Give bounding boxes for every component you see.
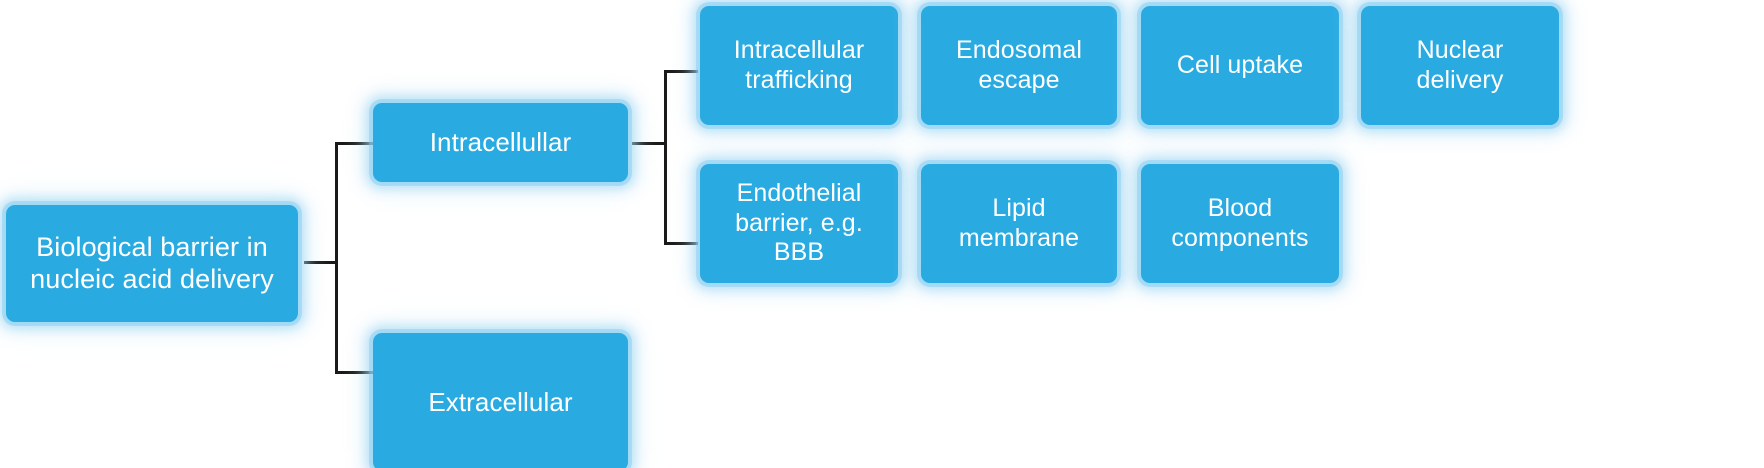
connector-intracellular-stub	[632, 142, 667, 145]
node-extracellular[interactable]: Extracellular	[373, 333, 628, 468]
node-extracellular-label: Extracellular	[428, 386, 573, 417]
node-cell-uptake-label: Cell uptake	[1176, 50, 1304, 79]
connector-bracket1-spine	[335, 142, 338, 374]
node-intracellular-trafficking[interactable]: Intracellular trafficking	[700, 6, 898, 125]
connector-bracket1-arm-bottom	[335, 371, 373, 374]
node-intracellular-label: Intracellullar	[429, 127, 572, 158]
node-cell-uptake[interactable]: Cell uptake	[1141, 6, 1339, 125]
node-intracellular[interactable]: Intracellullar	[373, 103, 628, 182]
node-endosomal-escape-label: Endosomal escape	[956, 36, 1082, 94]
node-blood-components[interactable]: Blood components	[1141, 164, 1339, 283]
node-root[interactable]: Biological barrier in nucleic acid deliv…	[6, 205, 298, 322]
node-endothelial-barrier-label: Endothelial barrier, e.g. BBB	[735, 179, 863, 267]
node-lipid-membrane-label: Lipid membrane	[958, 194, 1080, 252]
node-lipid-membrane[interactable]: Lipid membrane	[921, 164, 1117, 283]
connector-bracket2-arm-top	[664, 70, 698, 73]
connector-bracket2-arm-bottom	[664, 242, 698, 245]
node-intracellular-trafficking-label: Intracellular trafficking	[733, 36, 865, 94]
connector-root-stub	[304, 261, 338, 264]
node-endothelial-barrier[interactable]: Endothelial barrier, e.g. BBB	[700, 164, 898, 283]
node-blood-components-label: Blood components	[1171, 194, 1309, 252]
connector-bracket2-spine	[664, 70, 667, 245]
node-nuclear-delivery[interactable]: Nuclear delivery	[1361, 6, 1559, 125]
connector-bracket1-arm-top	[335, 142, 373, 145]
node-nuclear-delivery-label: Nuclear delivery	[1416, 36, 1504, 94]
node-root-label: Biological barrier in nucleic acid deliv…	[30, 231, 274, 294]
node-endosomal-escape[interactable]: Endosomal escape	[921, 6, 1117, 125]
